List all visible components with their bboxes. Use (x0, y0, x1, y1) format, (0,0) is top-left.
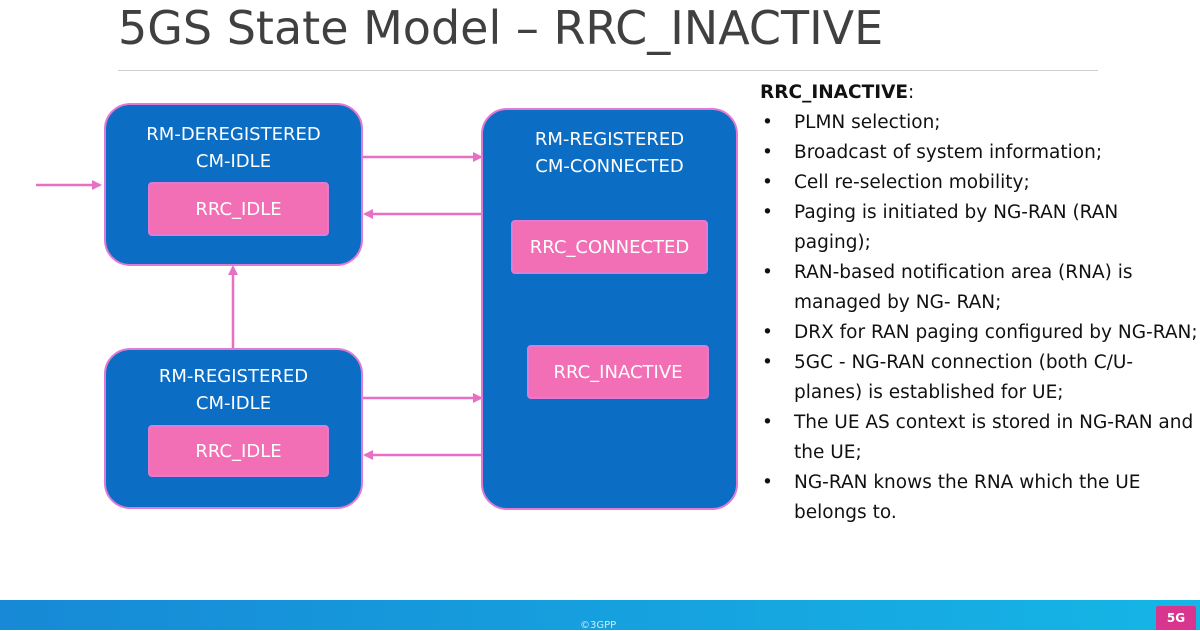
list-item: RAN-based notification area (RNA) is man… (760, 258, 1200, 318)
state-pill-rrc-inactive: RRC_INACTIVE (527, 345, 709, 399)
box-label-line1: RM-REGISTERED (158, 366, 309, 387)
box-label-line2: CM-IDLE (195, 393, 272, 414)
list-item: The UE AS context is stored in NG-RAN an… (760, 408, 1200, 468)
slide-title: 5GS State Model – RRC_INACTIVE (118, 1, 884, 55)
list-item: PLMN selection; (760, 108, 1200, 138)
box-label-line2: CM-CONNECTED (535, 156, 684, 177)
rrc-inactive-description: RRC_INACTIVE: PLMN selection; Broadcast … (760, 78, 1200, 528)
list-item: 5GC - NG-RAN connection (both C/U-planes… (760, 348, 1200, 408)
state-pill-rrc-connected: RRC_CONNECTED (511, 220, 708, 274)
list-item: Broadcast of system information; (760, 138, 1200, 168)
state-pill-rrc-idle: RRC_IDLE (148, 182, 329, 236)
box-label-line1: RM-DEREGISTERED (146, 124, 321, 145)
state-pill-rrc-idle: RRC_IDLE (148, 425, 329, 477)
list-item: Paging is initiated by NG-RAN (RAN pagin… (760, 198, 1200, 258)
state-box-rm-registered-connected: RM-REGISTERED CM-CONNECTED RRC_CONNECTED… (481, 108, 738, 510)
feature-list: PLMN selection; Broadcast of system info… (760, 108, 1200, 528)
copyright-text: ©3GPP (580, 620, 617, 631)
slide-footer: ©3GPP 5G (0, 600, 1200, 631)
state-box-rm-registered-idle: RM-REGISTERED CM-IDLE RRC_IDLE (104, 348, 363, 509)
title-divider (118, 70, 1098, 71)
state-box-rm-deregistered: RM-DEREGISTERED CM-IDLE RRC_IDLE (104, 103, 363, 266)
panel-heading: RRC_INACTIVE: (760, 82, 915, 103)
box-label-line1: RM-REGISTERED (534, 129, 685, 150)
5g-logo: 5G (1156, 606, 1196, 630)
list-item: Cell re-selection mobility; (760, 168, 1200, 198)
box-label-line2: CM-IDLE (195, 151, 272, 172)
list-item: DRX for RAN paging configured by NG-RAN; (760, 318, 1200, 348)
list-item: NG-RAN knows the RNA which the UE belong… (760, 468, 1200, 528)
